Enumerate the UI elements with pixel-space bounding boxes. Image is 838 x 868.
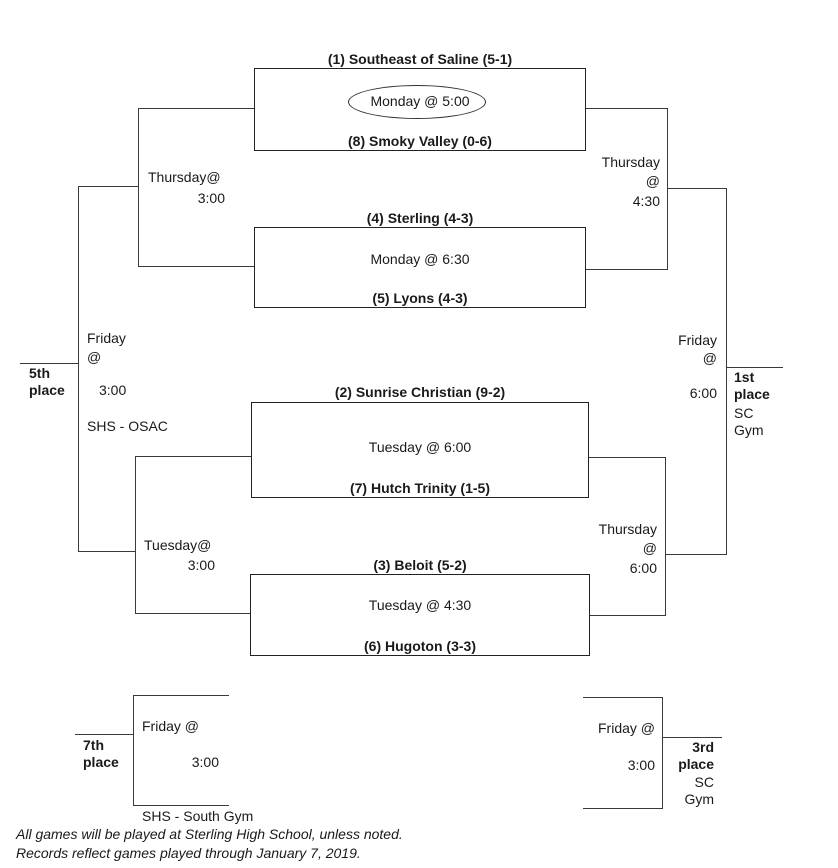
game-box-1 bbox=[254, 68, 586, 151]
winner-semi-1-day: Thursday bbox=[601, 154, 660, 170]
third-place-time: 3:00 bbox=[627, 757, 655, 773]
bracket-line bbox=[726, 188, 727, 555]
game-time-3: Tuesday @ 6:00 bbox=[368, 439, 472, 455]
bracket-line bbox=[667, 108, 668, 270]
bracket-line bbox=[135, 456, 136, 614]
bracket-line bbox=[20, 363, 78, 364]
game-box-3 bbox=[251, 402, 589, 498]
third-place-day: Friday @ bbox=[598, 720, 655, 736]
consolation-semi-1-time: 3:00 bbox=[197, 190, 225, 206]
seventh-place-label-2: place bbox=[83, 754, 119, 770]
winner-semi-1-at: @ bbox=[645, 173, 660, 189]
consolation-semi-2-day: Tuesday@ bbox=[144, 537, 212, 553]
third-place-label-2: place bbox=[678, 756, 714, 772]
bracket-line bbox=[590, 615, 665, 616]
first-place-label-2: place bbox=[734, 386, 770, 402]
first-place-location-1: SC bbox=[734, 405, 754, 421]
bracket-line bbox=[135, 456, 251, 457]
team-seed-7: (7) Hutch Trinity (1-5) bbox=[349, 480, 490, 496]
fifth-place-label-2: place bbox=[29, 382, 65, 398]
first-place-location-2: Gym bbox=[734, 422, 764, 438]
fifth-place-at: @ bbox=[87, 349, 102, 365]
footnote-records: Records reflect games played through Jan… bbox=[16, 845, 361, 861]
bracket-line bbox=[665, 554, 726, 555]
first-place-label-1: 1st bbox=[734, 369, 755, 385]
bracket-line bbox=[133, 695, 134, 806]
fifth-place-location: SHS - OSAC bbox=[87, 418, 168, 434]
game-box-4 bbox=[250, 574, 590, 656]
bracket-line bbox=[667, 188, 726, 189]
fifth-place-label-1: 5th bbox=[29, 365, 50, 381]
winner-semi-2-day: Thursday bbox=[598, 521, 657, 537]
team-seed-2: (2) Sunrise Christian (9-2) bbox=[334, 384, 506, 400]
consolation-semi-1-day: Thursday@ bbox=[148, 169, 221, 185]
bracket-line bbox=[665, 457, 666, 616]
championship-day: Friday bbox=[678, 332, 717, 348]
bracket-line bbox=[78, 186, 138, 187]
fifth-place-time: 3:00 bbox=[99, 382, 127, 398]
game-time-1: Monday @ 5:00 bbox=[370, 93, 470, 109]
team-seed-4: (4) Sterling (4-3) bbox=[366, 210, 474, 226]
bracket-line bbox=[662, 697, 663, 809]
bracket-line bbox=[133, 695, 229, 696]
team-seed-5: (5) Lyons (4-3) bbox=[372, 290, 468, 306]
bracket-line bbox=[135, 613, 250, 614]
bracket-line bbox=[138, 108, 254, 109]
winner-semi-1-time: 4:30 bbox=[632, 193, 660, 209]
bracket-line bbox=[583, 697, 662, 698]
game-time-4: Tuesday @ 4:30 bbox=[368, 597, 472, 613]
bracket-line bbox=[78, 551, 135, 552]
bracket-line bbox=[75, 734, 133, 735]
bracket-line bbox=[589, 457, 665, 458]
winner-semi-2-at: @ bbox=[642, 540, 657, 556]
bracket-line bbox=[138, 108, 139, 267]
bracket-line bbox=[78, 186, 79, 552]
third-place-location-1: SC bbox=[694, 774, 714, 790]
bracket-line bbox=[662, 737, 722, 738]
team-seed-3: (3) Beloit (5-2) bbox=[373, 557, 467, 573]
bracket-line bbox=[138, 266, 254, 267]
team-seed-8: (8) Smoky Valley (0-6) bbox=[348, 133, 492, 149]
game-box-2 bbox=[254, 227, 586, 308]
game-time-2: Monday @ 6:30 bbox=[370, 251, 470, 267]
championship-time: 6:00 bbox=[689, 385, 717, 401]
consolation-semi-2-time: 3:00 bbox=[187, 557, 215, 573]
bracket-line bbox=[726, 367, 783, 368]
bracket-line bbox=[586, 269, 667, 270]
seventh-place-day: Friday @ bbox=[142, 718, 199, 734]
bracket-line bbox=[133, 805, 229, 806]
team-seed-1: (1) Southeast of Saline (5-1) bbox=[327, 51, 513, 67]
bracket-line bbox=[583, 808, 662, 809]
third-place-location-2: Gym bbox=[684, 791, 714, 807]
footnote-location: All games will be played at Sterling Hig… bbox=[16, 826, 403, 842]
winner-semi-2-time: 6:00 bbox=[629, 560, 657, 576]
seventh-place-time: 3:00 bbox=[191, 754, 219, 770]
championship-at: @ bbox=[702, 350, 717, 366]
team-seed-6: (6) Hugoton (3-3) bbox=[364, 638, 476, 654]
fifth-place-day: Friday bbox=[87, 330, 126, 346]
seventh-place-label-1: 7th bbox=[83, 737, 104, 753]
third-place-label-1: 3rd bbox=[692, 739, 714, 755]
seventh-place-location: SHS - South Gym bbox=[142, 808, 254, 824]
bracket-line bbox=[586, 108, 667, 109]
circled-annotation bbox=[348, 85, 486, 119]
